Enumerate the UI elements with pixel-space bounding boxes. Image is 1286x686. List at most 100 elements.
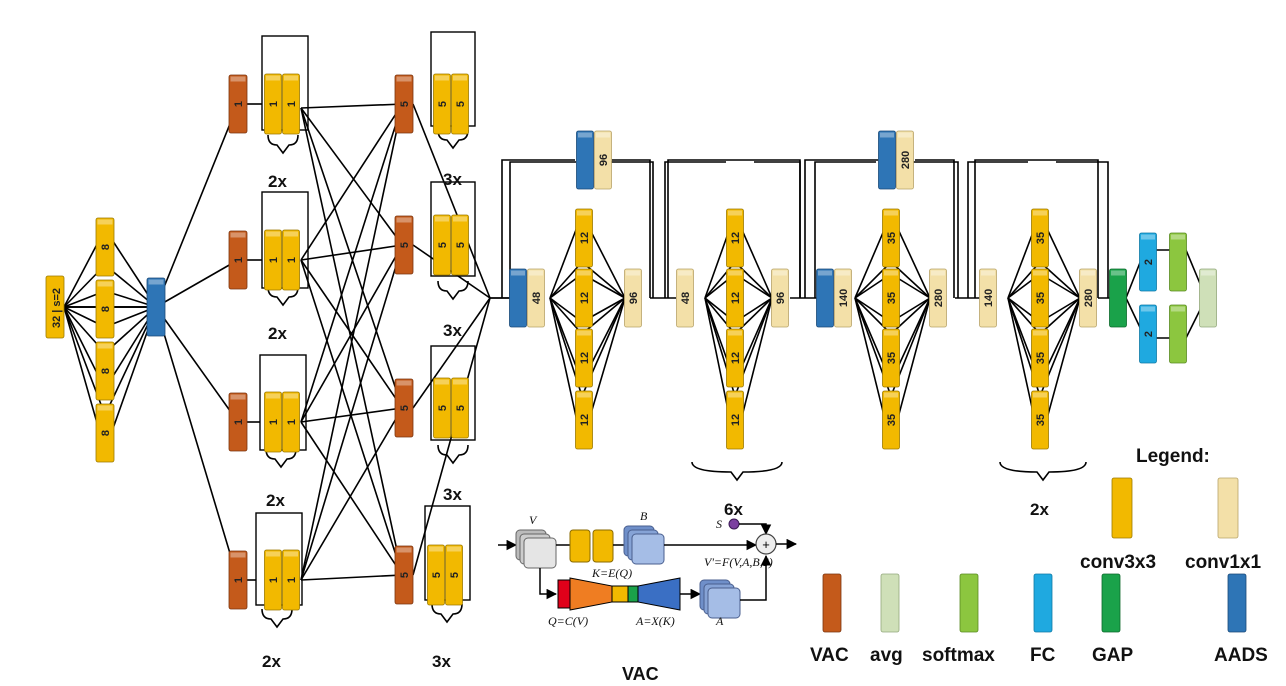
- stage2-vac-0: 5: [394, 74, 414, 134]
- stage1-conv-1-1: 1: [282, 229, 300, 291]
- vac-q-label: Q=C(V): [548, 614, 588, 628]
- blocka2-branch-0: 12: [726, 208, 744, 268]
- stem-branch-conv-0: 8: [95, 217, 115, 277]
- svg-text:5: 5: [455, 242, 467, 248]
- blocka1-branch-1: 12: [575, 268, 593, 328]
- svg-text:48: 48: [531, 292, 543, 304]
- svg-text:1: 1: [268, 577, 280, 583]
- svg-text:48: 48: [680, 292, 692, 304]
- stage1-vac-2: 1: [228, 392, 248, 452]
- svg-text:35: 35: [886, 352, 898, 364]
- blockb2-branch-2: 35: [1031, 328, 1049, 388]
- stage1-conv-0-1: 1: [282, 73, 300, 135]
- svg-text:softmax: softmax: [922, 645, 995, 666]
- svg-text:12: 12: [579, 292, 591, 304]
- blockb2-exit: 280: [1079, 268, 1097, 328]
- svg-text:5: 5: [399, 572, 411, 578]
- stage2-vac-3: 5: [394, 545, 414, 605]
- svg-text:AADS: AADS: [1214, 645, 1268, 666]
- blockb1-shortcut: 280: [896, 130, 914, 190]
- svg-text:1: 1: [268, 257, 280, 263]
- repeat-label: 2x: [1030, 500, 1049, 519]
- repeat-label: 2x: [268, 172, 287, 191]
- blocka1-branch-2: 12: [575, 328, 593, 388]
- blocka2-branch-2: 12: [726, 328, 744, 388]
- svg-text:8: 8: [100, 306, 112, 312]
- blocka2-branch-1: 12: [726, 268, 744, 328]
- repeat-label: 2x: [266, 491, 285, 510]
- vac-v-label: V: [529, 513, 538, 527]
- svg-text:12: 12: [730, 414, 742, 426]
- svg-text:35: 35: [886, 414, 898, 426]
- blocka2-entry: 48: [676, 268, 694, 328]
- svg-text:5: 5: [449, 572, 461, 578]
- svg-text:1: 1: [233, 577, 245, 583]
- head-gap: [1109, 268, 1127, 328]
- vac-s-label: S: [716, 517, 722, 531]
- stage1-conv-1-0: 1: [264, 229, 282, 291]
- blockb1-entry: 140: [834, 268, 852, 328]
- legend: Legend: conv3x3 conv1x1 VAC avg softmax …: [810, 446, 1268, 666]
- svg-text:5: 5: [455, 405, 467, 411]
- stage1-vac-1: 1: [228, 230, 248, 290]
- stem-conv-block: 32 | s=2: [45, 275, 65, 339]
- svg-text:1: 1: [286, 101, 298, 107]
- vac-k-label: K=E(Q): [591, 566, 632, 580]
- plus-icon: +: [762, 537, 770, 552]
- svg-text:35: 35: [1035, 352, 1047, 364]
- blockb2-branch-0: 35: [1031, 208, 1049, 268]
- blocka1-aads: [509, 268, 527, 328]
- svg-text:avg: avg: [870, 645, 903, 666]
- stage2-conv-3-0: 5: [427, 544, 445, 606]
- head-fc-top: 2: [1139, 232, 1157, 292]
- vac-a-label: A: [715, 614, 724, 628]
- blockb1-branch-3: 35: [882, 390, 900, 450]
- stem-branch-conv-1: 8: [95, 279, 115, 339]
- stem-aads-block: [146, 277, 166, 337]
- stage2-conv-1-0: 5: [433, 214, 451, 276]
- svg-text:35: 35: [1035, 232, 1047, 244]
- svg-text:1: 1: [268, 419, 280, 425]
- svg-text:5: 5: [399, 405, 411, 411]
- stem-branch-conv-2: 8: [95, 341, 115, 401]
- stage1-conv-3-1: 1: [282, 549, 300, 611]
- head-softmax-top: [1169, 232, 1187, 292]
- blocka1-shortcut: 96: [594, 130, 612, 190]
- svg-text:1: 1: [233, 101, 245, 107]
- blocka1-branch-3: 12: [575, 390, 593, 450]
- stage2-vac-2: 5: [394, 378, 414, 438]
- svg-text:12: 12: [579, 352, 591, 364]
- svg-text:1: 1: [286, 419, 298, 425]
- svg-text:1: 1: [233, 419, 245, 425]
- legend-aads: AADS: [1214, 573, 1268, 666]
- svg-text:5: 5: [399, 242, 411, 248]
- repeat-label: 6x: [724, 500, 743, 519]
- stage1-conv-3-0: 1: [264, 549, 282, 611]
- svg-text:1: 1: [233, 257, 245, 263]
- svg-text:280: 280: [933, 289, 945, 307]
- svg-text:5: 5: [437, 405, 449, 411]
- head-avg: [1199, 268, 1217, 328]
- stage2-conv-1-1: 5: [451, 214, 469, 276]
- svg-text:280: 280: [1083, 289, 1095, 307]
- svg-text:5: 5: [455, 101, 467, 107]
- stage2-conv-0-1: 5: [451, 73, 469, 135]
- svg-text:96: 96: [775, 292, 787, 304]
- svg-text:8: 8: [100, 430, 112, 436]
- legend-conv3x3: conv3x3: [1080, 477, 1156, 573]
- legend-softmax: softmax: [922, 573, 995, 666]
- stage2-conv-2-1: 5: [451, 377, 469, 439]
- vac-title: VAC: [622, 664, 659, 684]
- svg-text:conv3x3: conv3x3: [1080, 552, 1156, 573]
- legend-title: Legend:: [1136, 446, 1210, 467]
- blockb2-entry: 140: [979, 268, 997, 328]
- stage2-conv-2-0: 5: [433, 377, 451, 439]
- svg-text:35: 35: [1035, 414, 1047, 426]
- stage1-vac-0: 1: [228, 74, 248, 134]
- stem-branch-conv-3: 8: [95, 403, 115, 463]
- svg-text:12: 12: [730, 292, 742, 304]
- head-softmax-bottom: [1169, 304, 1187, 364]
- blockb1-branch-2: 35: [882, 328, 900, 388]
